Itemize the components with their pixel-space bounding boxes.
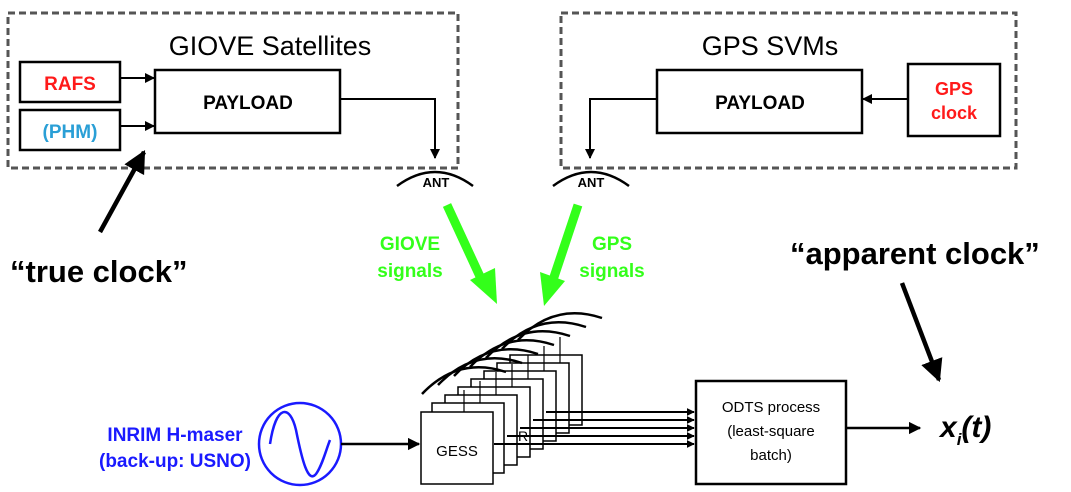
apparent-clock-label: “apparent clock” (790, 236, 1040, 271)
giove-title: GIOVE Satellites (169, 31, 372, 61)
receivers-to-odts-arrows (494, 408, 695, 448)
odts-label-3: batch) (750, 447, 792, 464)
receiver-stack (420, 354, 583, 485)
true-clock-arrow (98, 150, 146, 234)
gps-signal-arrow (540, 203, 583, 306)
phm-box (18, 108, 122, 152)
receiver-cables (463, 337, 561, 412)
odts-label-1: ODTS process (722, 399, 820, 416)
giove-payload-box (153, 68, 342, 135)
giove-group-box (6, 11, 460, 170)
gps-clock-label-2: clock (931, 103, 978, 123)
gess-label: GESS (436, 443, 478, 460)
gps-payload-label: PAYLOAD (715, 93, 805, 114)
sine-wave-icon (268, 410, 332, 478)
gps-payload-box (655, 68, 864, 135)
apparent-clock-arrow (899, 282, 943, 383)
output-base: x (938, 411, 958, 444)
phm-label: (PHM) (43, 122, 98, 143)
rafs-label: RAFS (44, 74, 96, 95)
gps-title: GPS SVMs (702, 31, 839, 61)
output-label: xi(t) (938, 411, 991, 449)
gps-antenna-dish (552, 170, 630, 188)
gps-signals-label-1: GPS (592, 234, 632, 255)
gps-antenna-label: ANT (578, 175, 605, 190)
giove-payload-label: PAYLOAD (203, 93, 293, 114)
odts-label-2: (least-square (727, 423, 815, 440)
gps-signals-label-2: signals (579, 261, 644, 282)
gps-payload-to-antenna (585, 98, 657, 159)
maser-label-1: INRIM H-maser (107, 425, 243, 446)
gps-group-box (559, 11, 1018, 170)
giove-antenna-dish (396, 170, 474, 188)
gps-clock-box (906, 62, 1002, 138)
giove-antenna-label: ANT (423, 175, 450, 190)
output-arg: (t) (961, 411, 991, 444)
gps-clock-label-1: GPS (935, 79, 973, 99)
true-clock-label: “true clock” (10, 254, 187, 289)
giove-signals-label-2: signals (377, 261, 442, 282)
giove-signals-label-1: GIOVE (380, 234, 440, 255)
ground-antenna-array (421, 312, 603, 395)
giove-payload-to-antenna (340, 98, 440, 159)
giove-signal-arrow (442, 203, 497, 304)
output-sub: i (957, 430, 963, 449)
rafs-box (18, 60, 122, 104)
odts-box (694, 379, 848, 486)
maser-label-2: (back-up: USNO) (99, 451, 251, 472)
